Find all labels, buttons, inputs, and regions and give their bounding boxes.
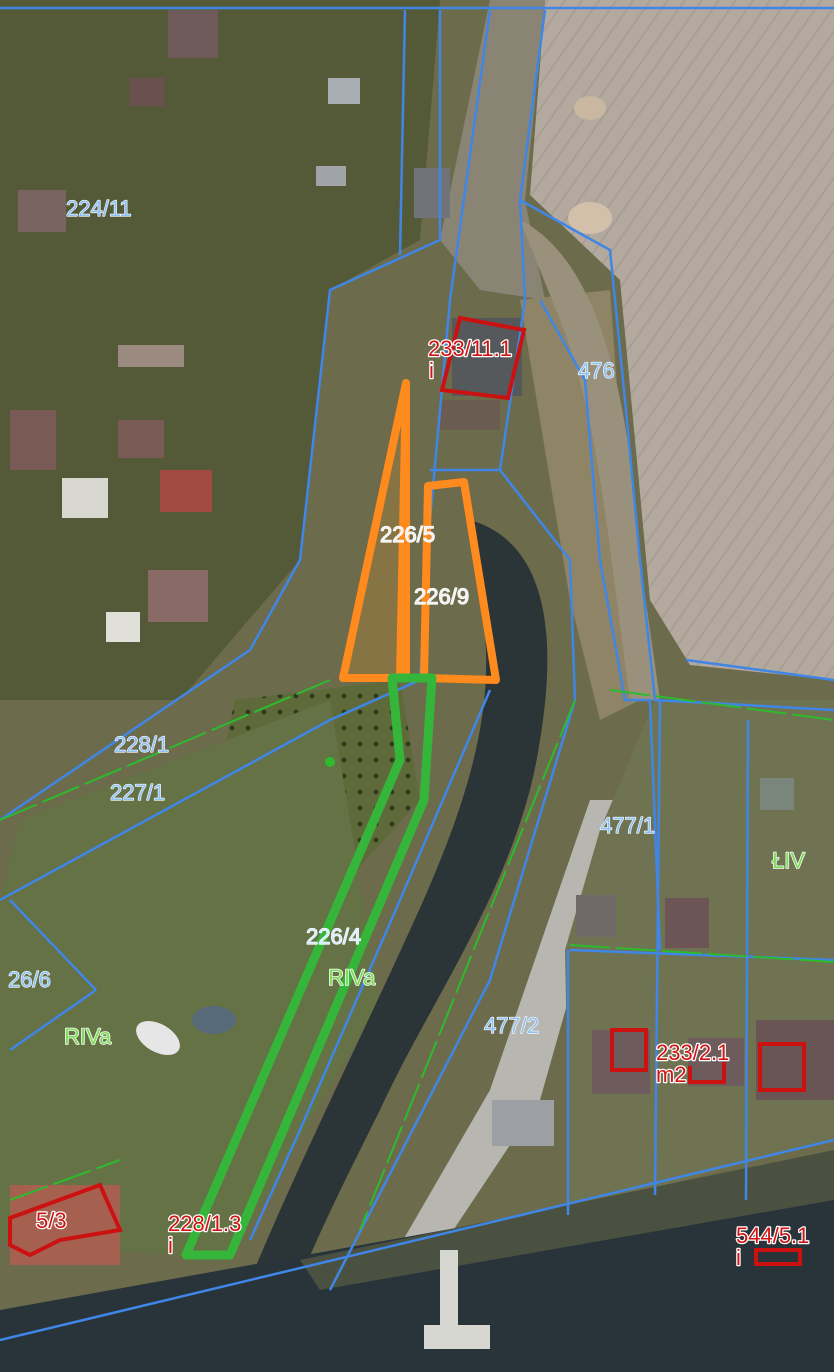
building-label-228-1-3[interactable]: 228/1.3 [167, 1210, 243, 1238]
parcel-label-477-1[interactable]: 477/1 [599, 812, 655, 838]
parcel-226-9-outline [420, 478, 500, 684]
parcel-labels: 224/11 476 226/5 226/9 228/1 227/1 477/1… [7, 195, 655, 1038]
parcel-label-226-5[interactable]: 226/5 [379, 521, 435, 547]
land-use-labels: RIVa RIVa ŁIV [63, 847, 806, 1050]
ploughed-field [530, 0, 834, 680]
land-use-boundaries [0, 679, 834, 1231]
land-use-label-riva-1[interactable]: RIVa [327, 964, 377, 991]
parcel-label-228-1[interactable]: 228/1 [113, 731, 169, 757]
building-label-233-2-1[interactable]: 233/2.1 [655, 1039, 731, 1067]
building-label-233-11-1-flag[interactable]: i [428, 357, 435, 385]
road-curve [520, 220, 660, 700]
land-use-label-riva-2[interactable]: RIVa [63, 1023, 113, 1050]
green-marker [325, 757, 335, 767]
jetty [440, 1250, 458, 1340]
concrete-path [380, 800, 625, 1280]
parcel-label-476[interactable]: 476 [577, 357, 615, 383]
building-labels: 233/11.1 i 233/2.1 m2 544/5.1 i 228/1.3 … [35, 335, 811, 1272]
building-roofs [10, 10, 834, 1265]
parcel-label-226-9[interactable]: 226/9 [413, 583, 469, 609]
parcel-label-477-2[interactable]: 477/2 [483, 1012, 539, 1038]
building-label-233-2-1-flag[interactable]: m2 [655, 1061, 688, 1089]
parcel-label-226-4[interactable]: 226/4 [305, 923, 361, 949]
building-label-544-5-1-flag[interactable]: i [735, 1244, 742, 1272]
parcel-label-227-1[interactable]: 227/1 [109, 779, 165, 805]
shore [300, 1150, 834, 1290]
parcel-label-224-11[interactable]: 224/11 [65, 195, 132, 221]
building-outlines [8, 315, 806, 1266]
highlighted-parcels [181, 379, 500, 1260]
building-label-233-11-1[interactable]: 233/11.1 [427, 335, 514, 363]
parcel-226-4-outline [181, 673, 437, 1260]
parcel-label-226-6[interactable]: 26/6 [7, 966, 51, 992]
canal-water [250, 520, 548, 1280]
building-label-5-3[interactable]: 5/3 [35, 1207, 68, 1235]
land-use-label-liv[interactable]: ŁIV [771, 847, 806, 874]
road [440, 0, 545, 300]
jetty-head [424, 1325, 490, 1349]
building-label-544-5-1[interactable]: 544/5.1 [735, 1222, 811, 1250]
parcel-boundaries [0, 6, 834, 1342]
building-label-228-1-3-flag[interactable]: i [167, 1232, 174, 1260]
